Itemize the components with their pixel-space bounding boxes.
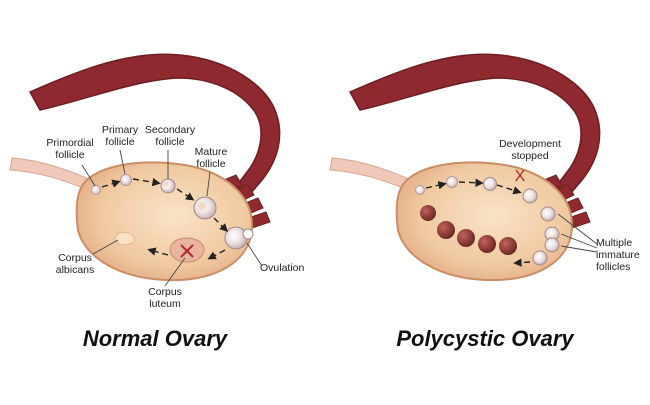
label-line: follicle [196, 158, 226, 170]
normal-ovary-title: Normal Ovary [82, 326, 228, 351]
immature-follicle [540, 206, 556, 222]
label-line: Mature [194, 146, 228, 158]
leader-lines-right [557, 213, 598, 253]
immature-follicle [522, 188, 538, 204]
immature-follicle [544, 237, 560, 253]
label-ovulation: Ovulation [260, 262, 320, 274]
corpus-luteum-mark [180, 244, 194, 258]
label-line: Multiple [596, 237, 633, 249]
leader-lines-left [81, 149, 263, 287]
label-line: follicles [596, 261, 631, 273]
cycle-arrows-right [425, 178, 531, 267]
label-line: follicle [55, 149, 85, 161]
early-follicle-2 [446, 176, 458, 188]
cyst [457, 229, 475, 247]
development-stopped-mark: X [515, 168, 526, 185]
cysts [420, 205, 517, 255]
released-egg [242, 228, 254, 240]
cyst [478, 235, 496, 253]
label-corpus-luteum: Corpus luteum [140, 286, 190, 310]
label-mature-follicle: Mature follicle [186, 146, 236, 170]
fallopian-tube-left [28, 53, 281, 201]
label-line: Primary [101, 124, 139, 136]
primordial-follicle [91, 185, 101, 195]
primary-follicle [120, 174, 132, 186]
label-line: follicle [155, 136, 185, 148]
secondary-follicle [160, 178, 176, 194]
label-line: Corpus [148, 286, 182, 298]
early-follicle-3 [483, 177, 497, 191]
mature-follicle-inner [198, 202, 206, 210]
label-primary-follicle: Primary follicle [92, 124, 148, 148]
polycystic-ovary-title: Polycystic Ovary [396, 326, 574, 351]
cyst [499, 237, 517, 255]
corpus-albicans [114, 231, 135, 246]
label-line: Secondary [144, 124, 196, 136]
immature-follicle [532, 250, 548, 266]
cyst [420, 205, 436, 221]
early-follicle-1 [415, 185, 425, 195]
label-multiple-immature-follicles: Multiple immature follicles [596, 237, 650, 273]
label-corpus-albicans: Corpus albicans [50, 252, 100, 276]
label-line: albicans [55, 264, 95, 276]
label-line: Ovulation [260, 262, 305, 274]
label-line: Primordial [46, 137, 94, 149]
secondary-follicle-inner [163, 181, 169, 187]
label-line: stopped [511, 150, 549, 162]
ovulating-follicle [224, 226, 248, 250]
label-development-stopped: Development stopped [490, 138, 570, 162]
label-primordial-follicle: Primordial follicle [40, 137, 100, 161]
cyst [437, 221, 455, 239]
label-line: luteum [149, 298, 181, 310]
cycle-arrows-left [101, 177, 228, 260]
normal-ovary-body [75, 161, 254, 282]
immature-follicles [522, 188, 560, 266]
label-line: Corpus [58, 252, 92, 264]
label-line: immature [596, 249, 640, 261]
normal-ovary-group [9, 53, 281, 287]
label-line: Development [499, 138, 561, 150]
polycystic-ovary-group: X [329, 53, 601, 282]
label-line: follicle [105, 136, 135, 148]
fallopian-tube-right [348, 53, 601, 201]
label-secondary-follicle: Secondary follicle [140, 124, 200, 148]
